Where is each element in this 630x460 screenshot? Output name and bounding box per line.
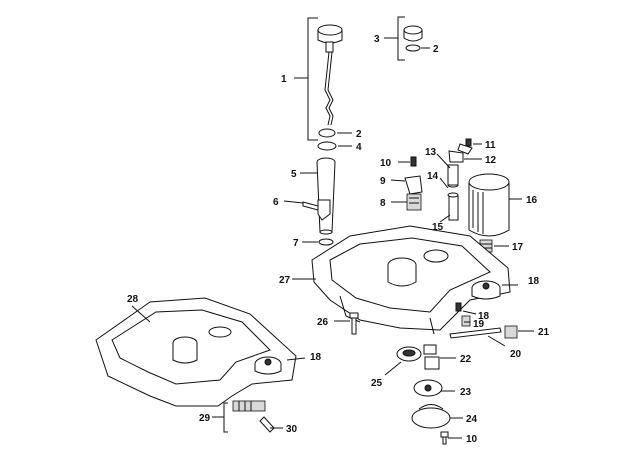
screw-part [440, 431, 449, 445]
callout-label: 18 [310, 352, 322, 363]
callout-label: 26 [317, 317, 329, 328]
dipstick-cap-part [403, 25, 423, 42]
pump-gear-part [413, 379, 443, 397]
callout-label: 8 [380, 198, 386, 209]
callout-label: 17 [512, 242, 524, 253]
callout-label: 4 [356, 142, 362, 153]
callout-label: 21 [538, 327, 550, 338]
callout-label: 18 [528, 276, 540, 287]
callout-label: 23 [460, 387, 472, 398]
callout-label: 22 [460, 354, 472, 365]
dipstick-part [317, 24, 343, 126]
callout-label: 27 [279, 275, 291, 286]
callout-label: 1 [281, 74, 287, 85]
pump-cover-part [411, 404, 451, 429]
callout-label: 18 [478, 311, 490, 322]
callout-label: 7 [293, 238, 299, 249]
callout-label: 10 [380, 158, 392, 169]
callout-label: 10 [466, 434, 478, 445]
callout-label: 5 [291, 169, 297, 180]
callout-label: 29 [199, 413, 211, 424]
callout-label: 14 [427, 171, 439, 182]
callout-label: 20 [510, 349, 522, 360]
bracket-part [404, 175, 423, 195]
bushing-part [504, 325, 518, 339]
callout-bracket-1 [307, 17, 318, 141]
dipstick-tube-part [316, 157, 336, 235]
callout-label: 12 [485, 155, 497, 166]
callout-label: 6 [273, 197, 279, 208]
callout-label: 9 [380, 176, 386, 187]
screw-part [455, 302, 462, 312]
callout-label: 2 [433, 44, 439, 55]
screw-part [349, 312, 359, 335]
callout-label: 25 [371, 378, 383, 389]
oil-pan-part [95, 297, 297, 407]
callout-label: 30 [286, 424, 298, 435]
oil-sensor-part [406, 193, 422, 211]
filter-nipple-part [447, 192, 459, 221]
oil-seal-part [396, 346, 422, 362]
callout-label: 24 [466, 414, 478, 425]
o-ring-part [405, 44, 421, 52]
callout-label: 3 [374, 34, 380, 45]
callout-label: 2 [356, 129, 362, 140]
washer-part [317, 141, 337, 151]
callout-label: 16 [526, 195, 538, 206]
callout-label: 15 [432, 222, 444, 233]
pin-part [461, 315, 471, 327]
o-ring-part [318, 128, 336, 138]
oil-filter-part [468, 173, 510, 237]
pump-housing-part [423, 344, 440, 370]
callout-labels: 1 2 2 3 4 5 6 7 8 9 10 10 11 12 13 14 15… [127, 34, 550, 445]
callout-label: 28 [127, 294, 139, 305]
callout-label: 19 [473, 319, 485, 330]
callout-bracket-29 [223, 402, 228, 433]
screw-part [410, 156, 417, 167]
screw-clip-part [448, 138, 473, 163]
shaft-part [449, 327, 502, 339]
callout-label: 13 [425, 147, 437, 158]
relief-valve-part [232, 400, 275, 433]
callout-label: 11 [485, 140, 496, 151]
screw-clip-part [302, 199, 331, 221]
o-ring-part [318, 238, 334, 246]
filter-adapter-part [447, 164, 459, 188]
